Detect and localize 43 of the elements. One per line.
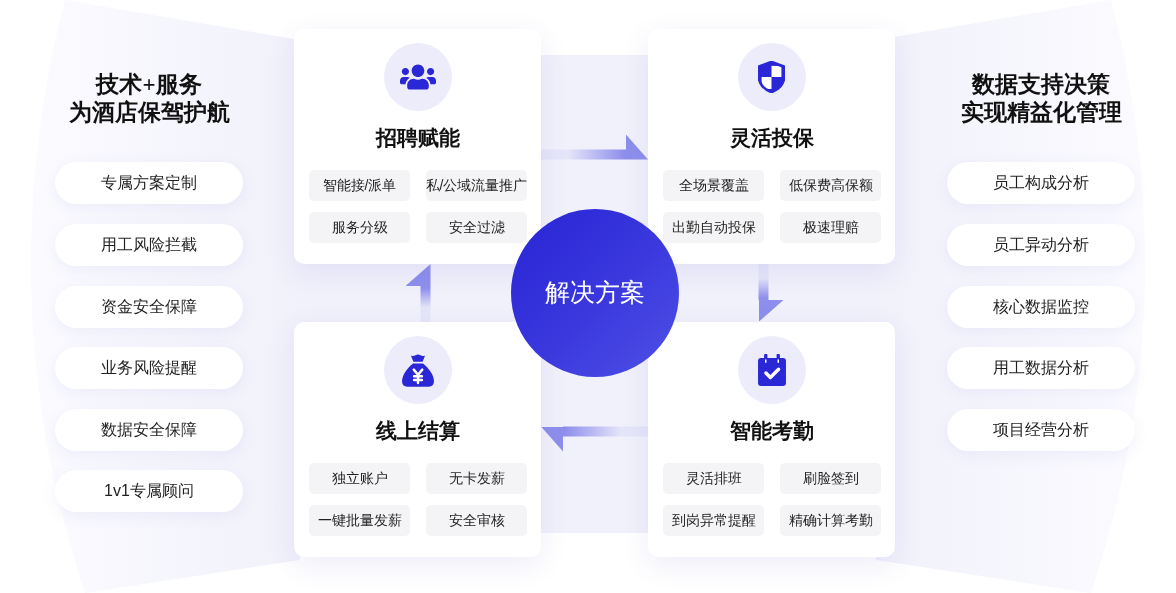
feature-pill: 项目经营分析 [947,409,1135,451]
card-title: 招聘赋能 [375,125,460,152]
feature-tag: 无卡发薪 [426,463,527,494]
feature-tag: 全场景覆盖 [663,170,764,201]
feature-pill: 员工构成分析 [947,162,1135,204]
feature-tag: 一键批量发薪 [309,505,410,536]
feature-tag: 精确计算考勤 [780,505,881,536]
feature-pill: 数据安全保障 [55,409,243,451]
heading-text: 为酒店保驾护航 [68,99,230,127]
feature-pill: 专属方案定制 [55,162,243,204]
arrow [541,426,648,452]
card-title: 智能考勤 [729,418,814,445]
feature-pill: 资金安全保障 [55,286,243,328]
feature-tag: 灵活排班 [663,463,764,494]
feature-tag: 低保费高保额 [780,170,881,201]
heading-text: 技术+服务 [96,71,202,99]
feature-pill: 用工风险拦截 [55,224,243,266]
feature-card [294,29,541,264]
arrow [758,264,784,322]
feature-tag: 到岗异常提醒 [663,505,764,536]
feature-pill: 用工数据分析 [947,347,1135,389]
feature-pill: 业务风险提醒 [55,347,243,389]
card-title: 灵活投保 [729,125,814,152]
heading-text: 数据支持决策 [972,71,1110,99]
card-title: 线上结算 [375,418,460,445]
feature-card [648,29,895,264]
feature-tag: 私/公域流量推广 [426,170,527,201]
feature-pill: 核心数据监控 [947,286,1135,328]
arrow [541,134,648,160]
arrow [405,264,431,322]
feature-tag: 出勤自动投保 [663,212,764,243]
feature-tag: 安全审核 [426,505,527,536]
feature-tag: 安全过滤 [426,212,527,243]
feature-pill: 1v1专属顾问 [55,470,243,512]
feature-tag: 独立账户 [309,463,410,494]
feature-card [294,322,541,557]
feature-card [648,322,895,557]
feature-tag: 极速理赔 [780,212,881,243]
feature-tag: 服务分级 [309,212,410,243]
heading-text: 实现精益化管理 [960,99,1122,127]
feature-pill: 员工异动分析 [947,224,1135,266]
feature-tag: 智能接/派单 [309,170,410,201]
feature-tag: 刷脸签到 [780,463,881,494]
